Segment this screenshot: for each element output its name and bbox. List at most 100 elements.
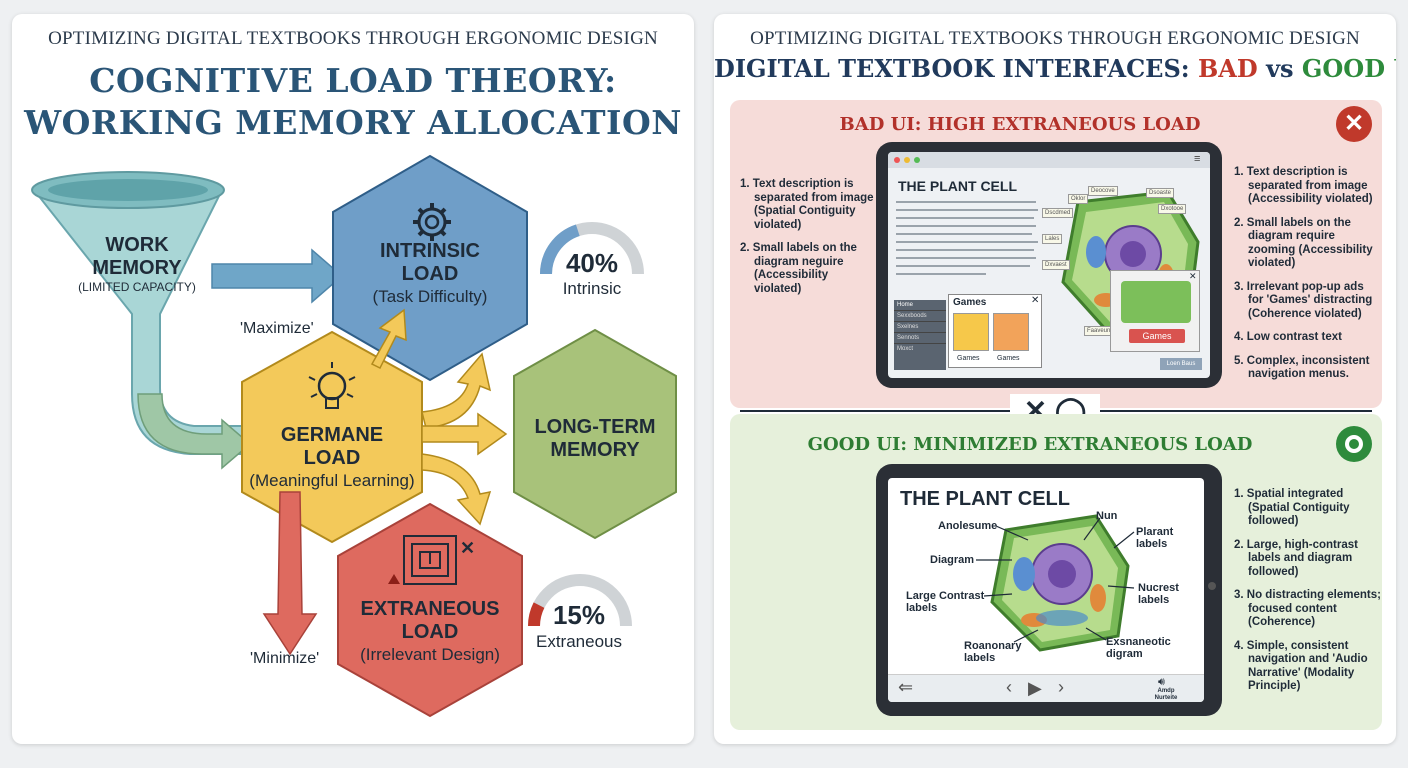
bad-left-list: 1. Text description is separated from im… — [740, 178, 874, 295]
intrinsic-gauge — [540, 222, 644, 275]
good-ui-heading: GOOD UI: MINIMIZED EXTRANEOUS LOAD — [807, 434, 1253, 455]
arrow-to-germane — [137, 393, 252, 470]
nav-item[interactable]: Sxelnes — [894, 322, 946, 333]
left-title-line1: COGNITIVE LOAD THEORY: — [89, 61, 617, 100]
ad-popup: ✕ Games — [1110, 270, 1200, 352]
arrow-germane-intrinsic — [370, 308, 407, 370]
tiny-label-2: Deocove — [1088, 186, 1118, 196]
extraneous-gauge — [528, 574, 632, 627]
intrinsic-label: INTRINSIC LOAD (Task Difficulty) — [372, 240, 488, 306]
menu-icon[interactable]: ≡ — [1194, 153, 1201, 165]
low-contrast-text-block — [896, 201, 1038, 275]
bad-screen-title: THE PLANT CELL — [898, 178, 1017, 194]
label-diagram: Diagram — [930, 554, 975, 566]
good-tablet: THE PLANT CELL Anolesume Nun Plarant lab… — [876, 464, 1222, 716]
left-kicker: OPTIMIZING DIGITAL TEXTBOOKS THROUGH ERG… — [48, 28, 658, 49]
left-title-line2: WORKING MEMORY ALLOCATION — [24, 103, 682, 142]
bad-bottom-button[interactable]: Loen Baus — [1160, 358, 1202, 370]
minimize-label: 'Minimize' — [250, 650, 320, 667]
good-screen-title: THE PLANT CELL — [900, 488, 1070, 510]
next-icon[interactable]: › — [1058, 677, 1064, 697]
good-right-list: 1. Spatial integrated (Spatial Contiguit… — [1234, 488, 1381, 692]
nav-item[interactable]: Moxct — [897, 346, 914, 352]
tiny-label-3: Dsoaste — [1146, 188, 1175, 198]
home-button[interactable] — [1208, 582, 1216, 590]
speaker-icon[interactable]: 🔊︎ — [1158, 676, 1165, 688]
maze-icon — [403, 535, 457, 585]
bad-right-list: 1. Text description is separated from im… — [1234, 166, 1373, 380]
label-roanonary: Roanonary labels — [964, 640, 1022, 664]
tiny-label-1: Oklor — [1068, 194, 1089, 204]
nav-item[interactable]: Home — [894, 300, 946, 311]
good-tablet-screen: THE PLANT CELL Anolesume Nun Plarant lab… — [888, 478, 1204, 702]
ad-image — [1121, 281, 1191, 323]
right-title: DIGITAL TEXTBOOK INTERFACES: BAD vs GOOD… — [714, 54, 1396, 83]
x-mark-icon: ✕ — [460, 538, 475, 558]
minimize-dot-icon[interactable] — [904, 157, 910, 163]
back-arrow-icon[interactable]: ⇐ — [898, 677, 914, 697]
gauge-fill — [528, 602, 545, 627]
ad-games-button[interactable]: Games — [1129, 329, 1185, 343]
lightbulb-icon — [308, 362, 356, 409]
label-large-contrast: Large Contrast labels — [906, 590, 985, 614]
cognitive-load-panel: OPTIMIZING DIGITAL TEXTBOOKS THROUGH ERG… — [12, 14, 694, 744]
good-o-icon — [1336, 426, 1372, 462]
extraneous-label: EXTRANEOUS LOAD (Irrelevant Design) — [360, 598, 500, 664]
right-kicker: OPTIMIZING DIGITAL TEXTBOOKS THROUGH ERG… — [750, 28, 1360, 49]
extraneous-gauge-label: Extraneous — [536, 632, 622, 651]
good-ui-section: GOOD UI: MINIMIZED EXTRANEOUS LOAD 1. Sp… — [730, 414, 1382, 730]
warning-triangle-icon — [388, 574, 400, 584]
label-plarant: Plarant labels — [1136, 526, 1174, 550]
close-icon[interactable]: ✕ — [1031, 295, 1040, 306]
funnel-label: WORK MEMORY (LIMITED CAPACITY) — [78, 234, 196, 294]
germane-label: GERMANE LOAD (Meaningful Learning) — [249, 424, 415, 490]
close-dot-icon[interactable] — [894, 157, 900, 163]
game-thumb-2[interactable] — [993, 313, 1029, 351]
bad-nav-menu: Home Sexxboods Sxelnes Sennots Moxct — [894, 300, 946, 370]
interfaces-panel: OPTIMIZING DIGITAL TEXTBOOKS THROUGH ERG… — [714, 14, 1396, 744]
nav-item[interactable]: Sennots — [894, 333, 946, 344]
bad-tablet: ≡ THE PLANT CELL — [876, 142, 1222, 388]
game-label-2: Games — [997, 355, 1020, 362]
maximize-dot-icon[interactable] — [914, 157, 920, 163]
intrinsic-gauge-value: 40% — [565, 248, 619, 278]
bad-x-icon: ✕ — [1336, 106, 1372, 142]
bad-tablet-screen: ≡ THE PLANT CELL — [888, 152, 1210, 378]
funnel-icon — [31, 171, 245, 455]
intrinsic-gauge-label: Intrinsic — [562, 279, 622, 298]
tiny-label-6: Lales — [1042, 234, 1063, 244]
game-thumb-1[interactable] — [953, 313, 989, 351]
nav-item[interactable]: Sexxboods — [894, 311, 946, 322]
bad-cell-diagram — [1061, 190, 1200, 334]
minimize-arrow — [262, 491, 318, 656]
maximize-label: 'Maximize' — [240, 320, 314, 337]
intrinsic-hexagon — [332, 154, 528, 382]
games-popup-title: Games — [953, 297, 987, 308]
prev-icon[interactable]: ‹ — [1006, 677, 1012, 697]
arrow-germane-extraneous — [421, 453, 492, 526]
gauge-fill — [540, 224, 580, 275]
game-label-1: Games — [957, 355, 980, 362]
gear-icon — [413, 203, 451, 241]
bad-ui-section: BAD UI: HIGH EXTRANEOUS LOAD ✕ 1. Text d… — [730, 100, 1382, 408]
longterm-hexagon — [513, 328, 677, 540]
games-popup: Games ✕ Games Games — [948, 294, 1042, 368]
good-nav-bar: ⇐ ‹ ▶ › 🔊︎ Amdp Nurteite — [888, 674, 1204, 702]
audio-label: Amdp Nurteite — [1154, 688, 1178, 701]
label-anolesume: Anolesume — [938, 520, 998, 532]
tiny-label-5: Dscdmed — [1042, 208, 1074, 218]
label-nucrest: Nucrest labels — [1138, 582, 1179, 606]
bad-browser-bar: ≡ — [888, 152, 1210, 168]
longterm-label: LONG-TERM MEMORY — [534, 416, 656, 461]
arrow-germane-longterm — [421, 412, 508, 456]
cognitive-load-diagram: ✕ — [31, 154, 677, 718]
close-icon[interactable]: ✕ — [1189, 271, 1197, 281]
label-leader-lines — [976, 517, 1135, 643]
germane-hexagon — [241, 330, 423, 544]
bad-ui-heading: BAD UI: HIGH EXTRANEOUS LOAD — [839, 114, 1201, 135]
tiny-label-7: Dxvaest — [1042, 260, 1070, 270]
extraneous-gauge-value: 15% — [552, 600, 606, 630]
play-icon[interactable]: ▶ — [1028, 678, 1042, 698]
arrow-to-intrinsic — [211, 248, 344, 304]
good-cell-diagram — [990, 514, 1130, 652]
